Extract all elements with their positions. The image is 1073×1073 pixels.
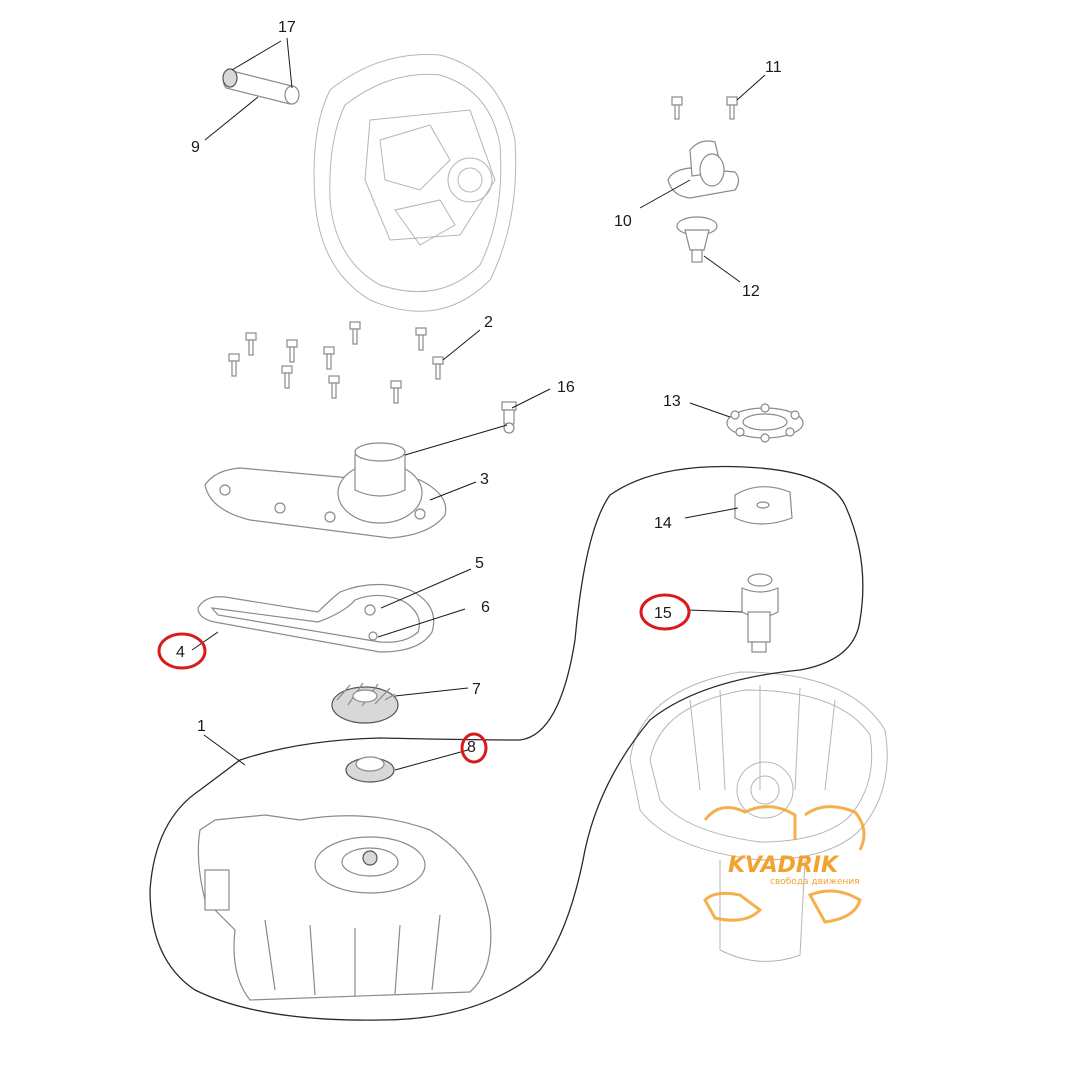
callout-17: 17 [278,19,296,36]
callout-14: 14 [654,515,672,532]
part-2-bolts [228,321,444,404]
part-15-shaft [741,573,779,653]
part-14-plate [734,486,793,525]
callout-16: 16 [557,379,575,396]
watermark-brand: KVADRIK [728,853,840,878]
callout-11: 11 [765,59,782,76]
callout-4: 4 [176,644,185,661]
callout-7: 7 [472,681,481,698]
callout-8: 8 [467,739,476,756]
callout-1: 1 [197,718,206,735]
clutch-cover-background [629,671,888,962]
part-7-impeller [331,682,399,724]
callout-15: 15 [654,605,672,622]
leader-lines [191,37,766,771]
callout-labels: 1 2 3 4 5 6 7 8 9 10 11 12 13 14 15 16 1… [176,19,782,756]
part-11-bolts [671,96,738,120]
callout-2: 2 [484,314,493,331]
callout-5: 5 [475,555,484,572]
housing-assembly-outline [149,465,864,1021]
part-13-ring [726,403,804,443]
part-1-housing [197,814,492,1001]
highlight-callout-4 [157,632,207,670]
part-8-seal [345,756,395,783]
highlight-marks [157,593,691,764]
part-3-pump-cover [204,442,447,539]
part-4-gasket [197,583,435,653]
watermark-logo: KVADRIK свобода движения [703,805,866,924]
part-9-sleeve [222,68,300,105]
callout-3: 3 [480,471,489,488]
callout-6: 6 [481,599,490,616]
part-12-thermostat [676,216,718,263]
highlight-callout-8 [460,732,488,764]
callout-13: 13 [663,393,681,410]
callout-12: 12 [742,283,760,300]
part-10-thermostat-housing [667,140,740,199]
watermark-tagline: свобода движения [770,877,860,887]
callout-9: 9 [191,139,200,156]
highlight-callout-15 [639,593,691,631]
callout-10: 10 [614,213,632,230]
engine-cover-background [313,53,517,312]
